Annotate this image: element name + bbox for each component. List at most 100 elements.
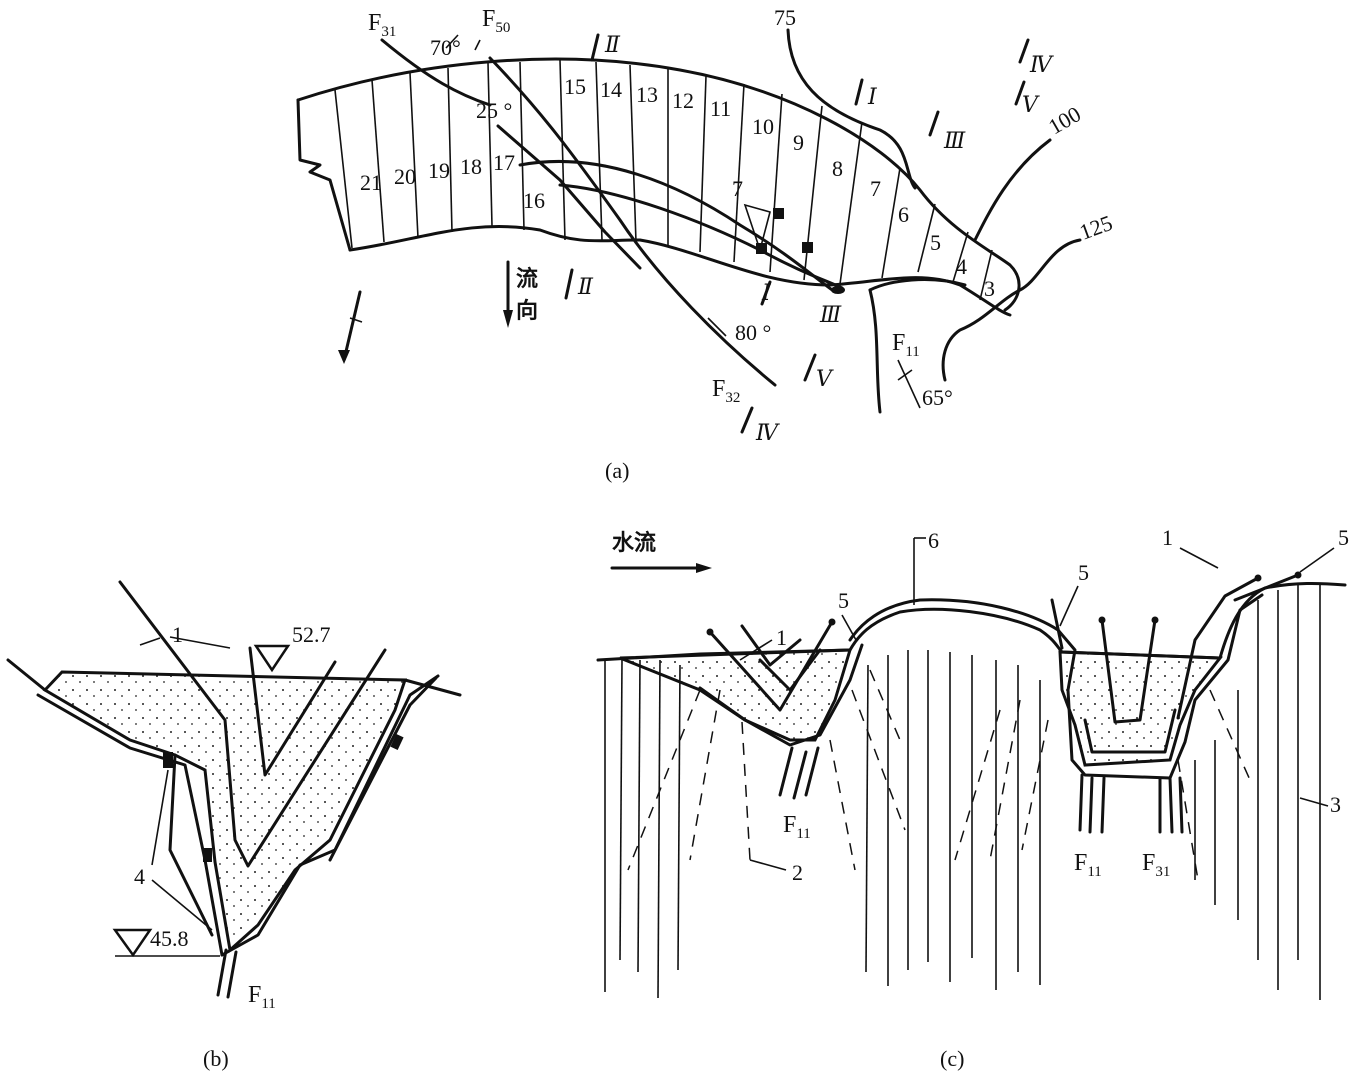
ground-right (403, 678, 462, 697)
anchor-head (706, 628, 714, 636)
block-label: 17 (493, 150, 515, 175)
flow-arrow-head (696, 563, 712, 573)
fault-label-f31: F31 (368, 10, 396, 40)
dip-angle: 65° (922, 385, 953, 410)
drain-mark (163, 752, 173, 768)
leader-line (739, 639, 773, 661)
flow-arrow-head (503, 310, 513, 328)
caption-a: (a) (605, 458, 629, 483)
anchor-bar (168, 753, 214, 937)
section-label: Ⅳ (1029, 52, 1054, 77)
anchor-bar (118, 580, 387, 868)
backfill-concrete (42, 670, 408, 953)
slab-outline (848, 593, 1264, 780)
block-label: 6 (898, 202, 909, 227)
block-label: 12 (672, 88, 694, 113)
left-trench-concrete (619, 648, 853, 742)
anchor-bars (708, 573, 1300, 754)
label-2: 2 (792, 860, 803, 885)
contour-label: 125 (1076, 210, 1116, 245)
block-label: 8 (832, 156, 843, 181)
dip-tick (445, 34, 459, 49)
block-label: 10 (752, 114, 774, 139)
label-5: 5 (838, 588, 849, 613)
dam-left-end (296, 98, 352, 252)
block-label: 21 (360, 170, 382, 195)
block-labels: 21 20 19 18 17 16 15 14 13 12 11 10 9 8 … (360, 74, 995, 301)
panel-a: 21 20 19 18 17 16 15 14 13 12 11 10 9 8 … (296, 5, 1116, 483)
fault-label-f11: F11 (783, 812, 811, 842)
contour-125 (941, 238, 1082, 382)
block-label: 18 (460, 154, 482, 179)
dip-angle: 80 ° (735, 320, 771, 345)
anchor-head (1254, 574, 1262, 582)
leader-line (1059, 585, 1079, 627)
caption-c: (c) (940, 1046, 964, 1071)
anchor-head (828, 618, 836, 626)
section-label: Ⅰ (761, 280, 772, 305)
label-1: 1 (776, 625, 787, 650)
leader-line (1179, 547, 1219, 569)
block-joints (334, 59, 993, 301)
label-1: 1 (172, 622, 183, 647)
north-arrow (342, 290, 362, 362)
north-arrow-tick (349, 317, 363, 323)
leader-line (151, 769, 169, 866)
rock-line-right (220, 674, 440, 957)
fault-label-f11: F11 (248, 982, 276, 1012)
section-label: Ⅳ (755, 420, 780, 445)
contour-100 (973, 138, 1052, 242)
panel-b: 52.7 45.8 1 4 F11 (b) (6, 580, 462, 1071)
fault-f32-upper (558, 183, 844, 290)
fault-label-f11: F11 (1074, 850, 1102, 880)
flow-label: 水流 (612, 530, 656, 555)
contour-label: 75 (774, 5, 796, 30)
block-label: 7 (870, 176, 881, 201)
block-label: 19 (428, 158, 450, 183)
block-label: 4 (956, 254, 967, 279)
block-label: 3 (984, 276, 995, 301)
block-label: 16 (523, 188, 545, 213)
fault-band-f11b (1078, 773, 1106, 834)
fault-label-f31: F31 (1142, 850, 1170, 880)
drain-mark (390, 733, 404, 751)
fault-f50-line (488, 56, 777, 387)
leader-line (151, 879, 213, 931)
anchor-bar-right (328, 676, 438, 862)
fault-label-f11: F11 (892, 330, 920, 360)
section-label: Ⅴ (1022, 92, 1040, 117)
dip-angle: 70° (430, 35, 461, 60)
fault-label-f50: F50 (482, 6, 510, 36)
dip-tick (707, 317, 727, 337)
ground-surface (596, 581, 1347, 662)
anchor-head (1151, 616, 1159, 624)
rock-contour (868, 278, 967, 292)
dam-inner-joint (518, 160, 837, 294)
anchor-head (1294, 571, 1302, 579)
fault-band-f11a (778, 746, 820, 800)
section-label: Ⅲ (819, 302, 842, 327)
leader-line (1299, 797, 1329, 807)
fault-f11-line (868, 288, 882, 414)
block-label: 5 (930, 230, 941, 255)
block-label: 20 (394, 164, 416, 189)
north-arrow-head (338, 350, 350, 364)
label-3: 3 (1330, 792, 1341, 817)
grout-holes (627, 669, 1251, 881)
label-6: 6 (928, 528, 939, 553)
caption-b: (b) (203, 1046, 229, 1071)
slab-outline-left (698, 643, 864, 747)
section-marks: Ⅱ Ⅱ Ⅰ Ⅲ Ⅳ Ⅴ Ⅰ Ⅲ Ⅴ Ⅳ (564, 32, 1054, 445)
fault-band-f31 (1158, 776, 1184, 834)
block-label: 7 (732, 176, 743, 201)
elevation-marker-icon (112, 928, 153, 958)
dip-tick (474, 39, 481, 51)
dip-angle: 25 ° (476, 98, 512, 123)
right-trench-concrete (1058, 650, 1223, 767)
block-label: 9 (793, 130, 804, 155)
anchor-head (1098, 616, 1106, 624)
elevation-top: 52.7 (292, 622, 331, 647)
block-label: 15 (564, 74, 586, 99)
section-label: Ⅱ (577, 274, 594, 299)
